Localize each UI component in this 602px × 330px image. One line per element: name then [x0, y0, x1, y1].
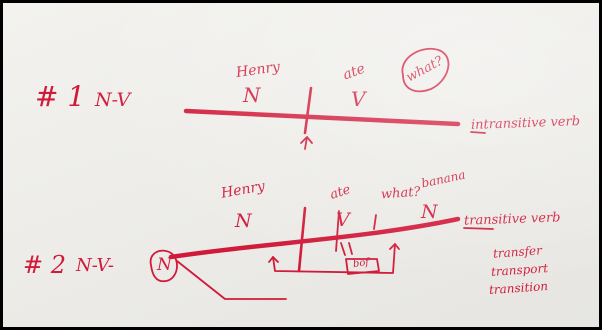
- row2-divider: [297, 206, 307, 273]
- row2-object-tag: N: [421, 201, 438, 223]
- row2-object-divider-2: [373, 214, 377, 230]
- row2-subject-tag: N: [235, 210, 252, 232]
- row2-bof-box: [345, 258, 380, 275]
- row1-divider: [303, 86, 313, 135]
- row1-number: # 1: [35, 80, 86, 113]
- row2-number: # 2: [23, 251, 67, 279]
- row1-intransitive-underline: [470, 131, 486, 134]
- row2-baseline: [168, 216, 461, 260]
- row2-arrow-head-left: [268, 256, 279, 263]
- row2-verb-tag: V: [336, 209, 350, 231]
- row2-arrow-head-right: [389, 243, 400, 250]
- row2-question: what?: [380, 184, 421, 203]
- row2-arrow-loop: [272, 243, 396, 274]
- row1-pattern: N-V: [95, 89, 131, 111]
- row2-trans-word-1: transfer: [492, 243, 543, 261]
- row2-v-tick-marks: [340, 242, 353, 256]
- row1-verb-tag: V: [351, 87, 366, 111]
- row2-diagonal-branch: [176, 260, 287, 300]
- row2-object-divider-1: [335, 210, 340, 252]
- row1-baseline: [183, 108, 461, 127]
- row2-object-circled: N: [157, 255, 172, 275]
- row2-pattern: N-V-: [76, 255, 114, 276]
- row2-label: transitive verb: [463, 210, 561, 229]
- row2-trans-word-2: transport: [490, 261, 549, 279]
- row1-question-circle: [401, 47, 450, 93]
- marker-strokes: [149, 47, 494, 300]
- row1-label: intransitive verb: [470, 114, 581, 133]
- row1-subject-tag: N: [243, 83, 261, 107]
- row2-object-circle: [149, 249, 178, 283]
- whiteboard: # 1 N-V Henry N ate V what? intransitive…: [3, 3, 599, 327]
- row1-up-arrow: [300, 136, 313, 150]
- row2-transitive-underline: [463, 227, 494, 230]
